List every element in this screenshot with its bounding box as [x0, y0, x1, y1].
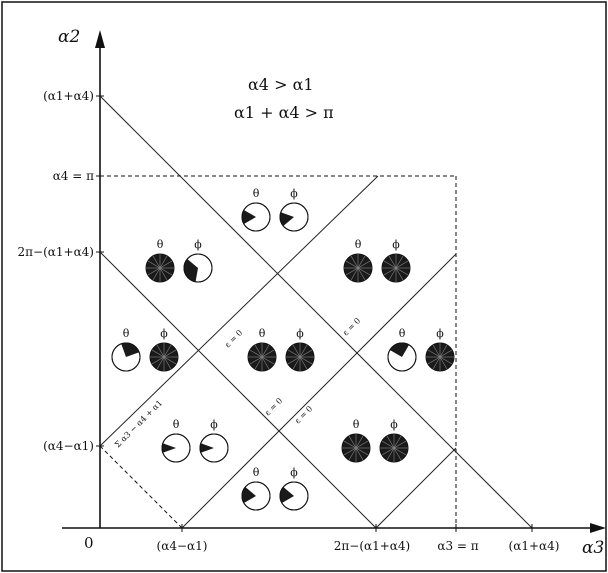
- theta-circle-4: [111, 342, 141, 372]
- phi-label-7: ϕ: [210, 418, 218, 431]
- theta-label-1: θ: [253, 187, 260, 200]
- theta-label-2: θ: [355, 238, 362, 251]
- phi-label-5: ϕ: [296, 327, 304, 340]
- phi-circle-5: [285, 342, 315, 372]
- theta-circle-9: [241, 481, 271, 511]
- glyph-layer: θ ϕ θ ϕ θ ϕ θ ϕ θ ϕ θ ϕ θ ϕ θ ϕ θ ϕ: [111, 187, 455, 511]
- phi-label-8: ϕ: [390, 418, 398, 431]
- phi-circle-4: [149, 342, 179, 372]
- theta-circle-1: [241, 202, 271, 232]
- diag-line-5: [375, 447, 457, 529]
- x-tick-label-2: 2π−(α1+α4): [334, 539, 410, 553]
- theta-circle-7: [161, 433, 191, 463]
- condition-line-2: α1 + α4 > π: [234, 103, 334, 122]
- line-label-c: ε = 0: [341, 316, 362, 337]
- theta-label-6: θ: [399, 327, 406, 340]
- x-axis-label: α3: [582, 538, 604, 558]
- phi-label-9: ϕ: [290, 466, 298, 479]
- diag-line-3: [181, 253, 457, 529]
- phi-label-2: ϕ: [392, 238, 400, 251]
- line-label-b: ε = 0: [223, 328, 244, 349]
- line-label-e: ε = 0: [293, 404, 314, 425]
- theta-label-8: θ: [353, 418, 360, 431]
- x-tick-label-1: (α4−α1): [157, 539, 208, 553]
- condition-line-1: α4 > α1: [248, 75, 314, 94]
- theta-label-5: θ: [259, 327, 266, 340]
- line-label-d: ε = 0: [263, 396, 284, 417]
- dashed-slant: [99, 445, 183, 529]
- theta-circle-8: [341, 433, 371, 463]
- theta-label-9: θ: [253, 466, 260, 479]
- origin-label: 0: [84, 534, 94, 552]
- phi-circle-8: [379, 433, 409, 463]
- y-axis-arrow: [95, 30, 105, 48]
- phi-circle-9: [279, 481, 309, 511]
- y-tick-label-1: (α1+α4): [43, 89, 94, 103]
- phi-circle-1: [279, 202, 309, 232]
- y-tick-label-4: (α4−α1): [43, 439, 94, 453]
- x-tick-label-3: α3 = π: [437, 539, 478, 553]
- theta-label-7: θ: [173, 418, 180, 431]
- x-tick-label-4: (α1+α4): [509, 539, 560, 553]
- theta-circle-5: [247, 342, 277, 372]
- diag-line-2: [99, 251, 377, 529]
- diag-line-4: [99, 175, 379, 447]
- theta-circle-2: [343, 253, 373, 283]
- y-axis-label: α2: [58, 27, 80, 47]
- phi-circle-6: [425, 342, 455, 372]
- theta-circle-6: [387, 342, 417, 372]
- phi-circle-3: [183, 253, 213, 283]
- x-axis-arrow: [590, 523, 606, 533]
- phi-label-4: ϕ: [160, 327, 168, 340]
- y-tick-label-2: α4 = π: [53, 169, 94, 183]
- phi-label-1: ϕ: [290, 187, 298, 200]
- phi-label-3: ϕ: [194, 238, 202, 251]
- y-tick-label-3: 2π−(α1+α4): [18, 245, 94, 259]
- phi-label-6: ϕ: [436, 327, 444, 340]
- phi-circle-2: [381, 253, 411, 283]
- theta-label-4: θ: [123, 327, 130, 340]
- theta-circle-3: [145, 253, 175, 283]
- theta-label-3: θ: [157, 238, 164, 251]
- line-label-a: Σ α3 − α4 + α1: [113, 398, 164, 449]
- diag-line-1: [99, 95, 533, 529]
- phi-circle-7: [199, 433, 229, 463]
